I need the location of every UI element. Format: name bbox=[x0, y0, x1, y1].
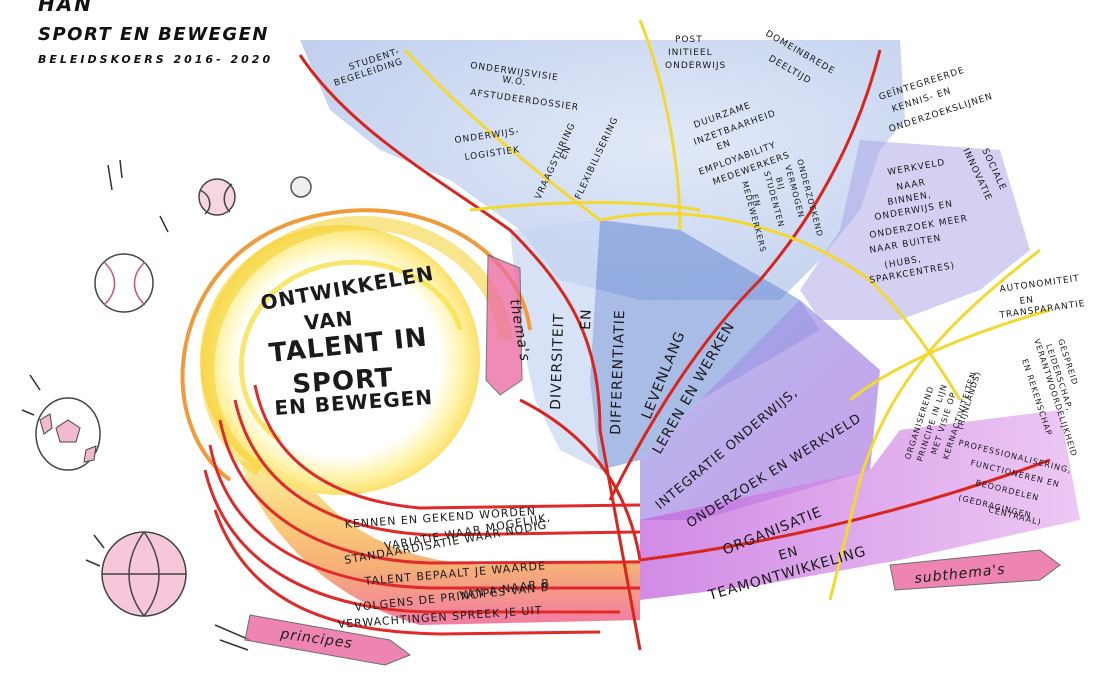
principle-arc-1 bbox=[253, 384, 641, 510]
subtheme-autonomiteit-line-3: TRANSPARANTIE bbox=[998, 299, 1086, 321]
yellow-divider-5 bbox=[849, 308, 1051, 402]
soccer-ball-icon bbox=[35, 397, 101, 471]
yellow-divider-3 bbox=[828, 248, 1041, 601]
swirl-ring-outer bbox=[200, 215, 512, 476]
principles-band bbox=[240, 460, 640, 625]
theme-diversiteit: DIVERSITEIT EN DIFFERENTIATIE bbox=[548, 308, 628, 435]
organization-name: HAN bbox=[38, 0, 93, 16]
page-title: SPORT EN BEWEGEN bbox=[38, 24, 269, 45]
baseball-icon bbox=[94, 253, 154, 313]
subtheme-post-initieel: POST INITIEEL ONDERWIJS bbox=[665, 35, 726, 71]
swirl-ring-inner bbox=[238, 259, 463, 443]
subtheme-post-initieel-line-3: ONDERWIJS bbox=[665, 61, 726, 71]
center-title-line-4: SPORT bbox=[291, 363, 394, 400]
yellow-divider-2 bbox=[638, 19, 682, 231]
small-ball-icon bbox=[290, 176, 312, 198]
principle-arc-3 bbox=[218, 419, 641, 565]
subtheme-onderwijsvisie-line-2: W.O. bbox=[502, 75, 527, 88]
integratie-region bbox=[640, 300, 880, 520]
subtheme-onderzoekend-line-5: EN bbox=[750, 193, 762, 208]
upper-blue-region bbox=[300, 40, 905, 300]
organisatie-region bbox=[640, 410, 1080, 600]
principle-arc-5 bbox=[203, 469, 620, 614]
red-divider-4 bbox=[639, 458, 1051, 562]
yellow-divider-4 bbox=[469, 201, 701, 212]
theme-diversiteit-line-3: DIFFERENTIATIE bbox=[608, 309, 628, 435]
subthemas-ribbon: subthema's bbox=[889, 549, 1061, 591]
principle-arc-6 bbox=[213, 509, 601, 636]
basketball-icon bbox=[101, 531, 187, 617]
subtheme-duurzame-line-3: EN bbox=[716, 138, 733, 152]
principle-arc-4 bbox=[208, 444, 640, 590]
principle-arc-2 bbox=[233, 399, 641, 537]
subtheme-autonomiteit-line-1: AUTONOMITEIT bbox=[999, 274, 1081, 295]
red-divider-2 bbox=[519, 398, 642, 561]
subtheme-autonomiteit-line-2: EN bbox=[1019, 295, 1035, 307]
theme-diversiteit-line-2: EN bbox=[578, 308, 595, 330]
center-title-line-2: VAN bbox=[303, 306, 355, 335]
red-divider-3 bbox=[608, 49, 882, 501]
right-blue-region bbox=[800, 140, 1030, 320]
subtheme-onderzoekend-line-3: BIJ bbox=[774, 176, 786, 191]
theme-organisatie-line-2: EN bbox=[777, 544, 800, 564]
tennis-ball-icon bbox=[198, 178, 236, 216]
motion-lines bbox=[21, 159, 251, 651]
diversiteit-region bbox=[510, 220, 600, 470]
yellow-divider-1 bbox=[403, 48, 962, 401]
red-divider-1 bbox=[298, 54, 642, 651]
subtheme-post-initieel-line-2: INITIEEL bbox=[668, 48, 713, 58]
subtheme-autonomiteit: AUTONOMITEIT EN TRANSPARANTIE bbox=[998, 274, 1086, 321]
theme-diversiteit-line-1: DIVERSITEIT bbox=[548, 312, 567, 410]
page-subtitle: BELEIDSKOERS 2016- 2020 bbox=[38, 53, 274, 66]
subtheme-post-initieel-line-1: POST bbox=[675, 35, 703, 45]
